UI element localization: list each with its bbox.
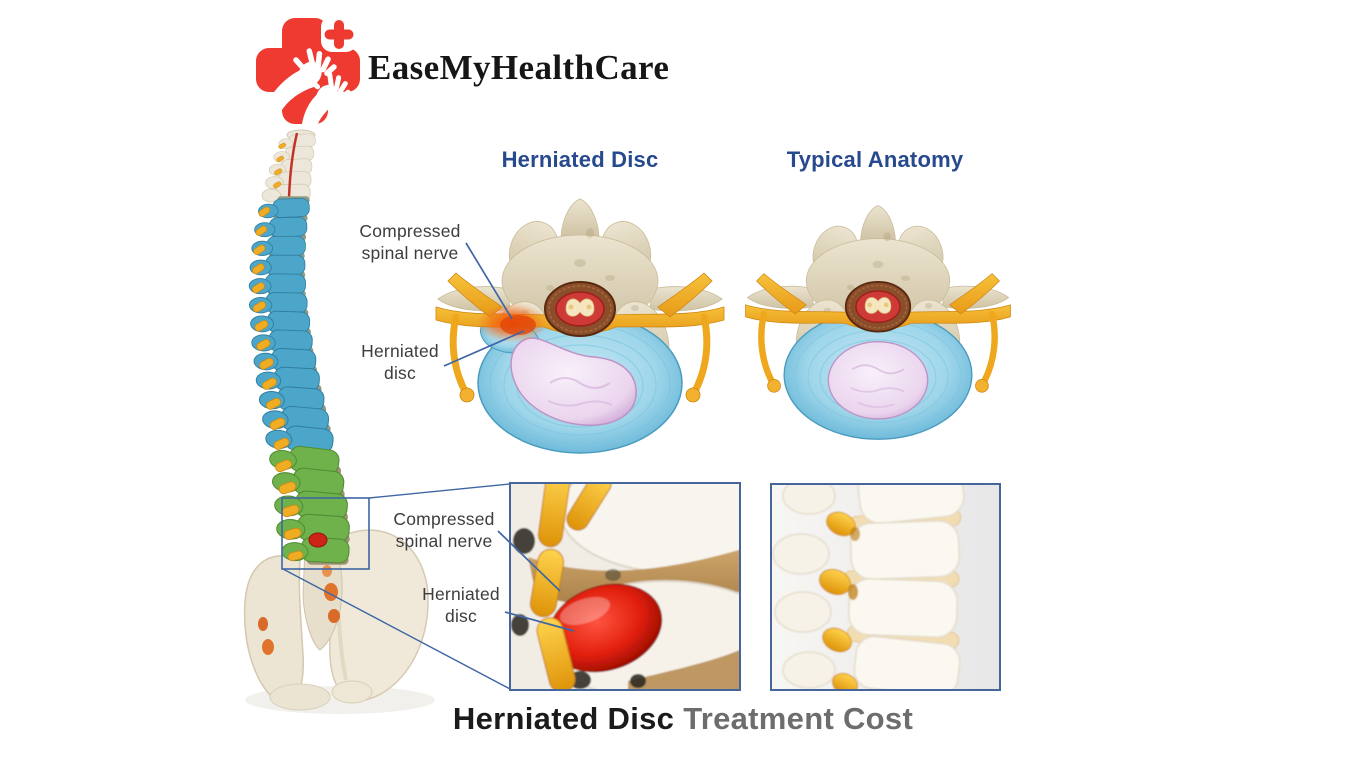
- label-compressed-nerve-bottom: Compressed spinal nerve: [393, 509, 495, 552]
- zoom-box: [281, 497, 370, 570]
- cervical-spine: [261, 129, 317, 203]
- label-compressed-nerve-top: Compressed spinal nerve: [359, 221, 461, 264]
- hands-icon: [270, 48, 351, 124]
- leader-herniated-disc-bottom: [504, 611, 575, 632]
- label-herniated-disc-bottom: Herniated disc: [422, 584, 500, 627]
- normal-spine-panel: [770, 483, 1001, 691]
- label-herniated-disc-top: Herniated disc: [361, 341, 439, 384]
- title-secondary: Treatment Cost: [683, 701, 914, 736]
- pelvis: [243, 529, 429, 711]
- panel-border: [509, 482, 741, 691]
- red-cross-with-hands-icon: [256, 16, 360, 124]
- typical-anatomy-cross-section: [746, 205, 1011, 440]
- herniated-closeup-panel: [509, 482, 741, 691]
- lumbar-spine: [268, 442, 351, 564]
- displaced-nucleus: [510, 337, 637, 426]
- normal-nucleus: [827, 340, 929, 420]
- brand-name: EaseMyHealthCare: [368, 48, 670, 87]
- heading-typical-anatomy: Typical Anatomy: [786, 147, 964, 172]
- herniated-disc-on-model: [308, 532, 328, 548]
- zoom-connector-top: [368, 483, 511, 499]
- zoom-connector-bottom: [282, 568, 511, 690]
- leader-compressed-nerve-top: [465, 242, 513, 320]
- spine-model-photo: [243, 129, 435, 714]
- vertebral-artery: [287, 132, 299, 199]
- heading-herniated-disc: Herniated Disc: [501, 147, 659, 172]
- leader-herniated-disc-top: [443, 330, 525, 367]
- leader-compressed-nerve-bottom: [497, 530, 561, 592]
- panel-border: [770, 483, 1001, 691]
- herniated-disc-cross-section: [436, 198, 724, 454]
- title-primary: Herniated Disc: [452, 701, 675, 736]
- plus-icon: [324, 20, 354, 49]
